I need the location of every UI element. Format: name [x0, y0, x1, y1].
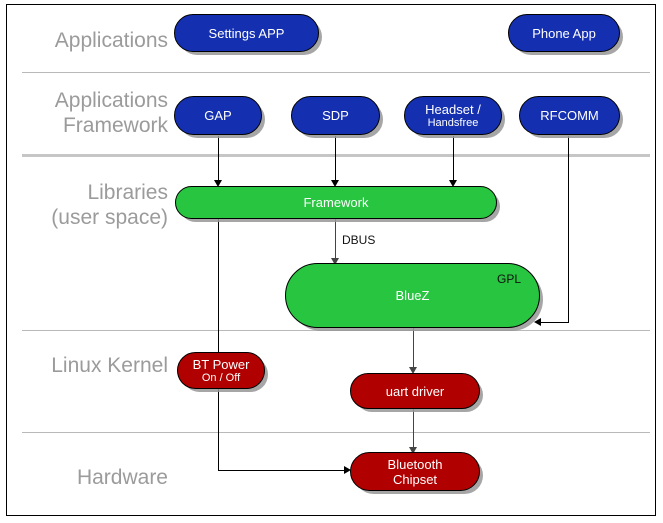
edge-rfcomm-to-bluez-hline: [540, 322, 569, 323]
node-bluetooth-chipset-label: Bluetooth: [387, 456, 443, 472]
edge-headset-to-framework-arrow: [449, 180, 457, 187]
edge-uart-to-chipset-arrow: [409, 447, 417, 454]
divider-linux-kernel: [22, 432, 650, 433]
edge-bluez-to-uart-line: [413, 328, 414, 368]
node-sdp[interactable]: SDP: [291, 96, 380, 135]
edge-gap-to-framework-arrow: [214, 180, 222, 187]
edge-framework-to-chipset-hline: [218, 470, 344, 471]
divider-applications: [22, 72, 650, 73]
node-bluez-gpl-badge: GPL: [496, 272, 521, 286]
node-gap-label: GAP: [204, 108, 232, 123]
node-rfcomm-label: RFCOMM: [540, 108, 599, 123]
edge-headset-to-framework-line: [453, 136, 454, 181]
node-bluetooth-chipset-sublabel: Chipset: [392, 471, 438, 487]
node-framework-label: Framework: [303, 195, 369, 210]
node-rfcomm[interactable]: RFCOMM: [519, 96, 620, 135]
layer-label-applications-framework: Applications Framework: [54, 89, 168, 137]
node-phone-app[interactable]: Phone App: [508, 14, 620, 52]
node-settings-app-label: Settings APP: [208, 25, 285, 41]
edge-framework-to-bluez-line: [335, 218, 336, 260]
node-headset-handsfree[interactable]: Headset / Handsfree: [404, 96, 502, 135]
edge-bluez-to-uart-arrow: [409, 367, 417, 374]
edge-framework-to-chipset-vline: [218, 218, 219, 470]
divider-applications-framework: [22, 154, 650, 157]
divider-libraries: [22, 330, 650, 331]
edge-sdp-to-framework-line: [335, 136, 336, 181]
node-bt-power[interactable]: BT Power On / Off: [177, 352, 265, 389]
node-headset-handsfree-label: Headset /: [425, 101, 481, 117]
node-bluetooth-chipset[interactable]: Bluetooth Chipset: [350, 452, 480, 491]
edge-label-dbus: DBUS: [342, 233, 376, 247]
edge-sdp-to-framework-arrow: [331, 180, 339, 187]
node-settings-app[interactable]: Settings APP: [174, 14, 319, 52]
node-framework[interactable]: Framework: [175, 186, 497, 219]
node-sdp-label: SDP: [322, 108, 349, 123]
edge-rfcomm-to-bluez-vline: [568, 136, 569, 322]
edge-framework-to-chipset-arrow: [344, 466, 351, 474]
node-uart-driver-label: uart driver: [385, 383, 445, 399]
node-phone-app-label: Phone App: [532, 25, 596, 41]
layer-label-applications: Applications: [54, 29, 168, 52]
layer-label-linux-kernel: Linux Kernel: [51, 354, 168, 377]
edge-gap-to-framework-line: [218, 136, 219, 181]
layer-label-libraries: Libraries (user space): [51, 181, 168, 229]
edge-uart-to-chipset-line: [413, 408, 414, 449]
node-bluez[interactable]: BlueZ GPL: [285, 263, 540, 328]
node-gap[interactable]: GAP: [174, 96, 262, 135]
node-bluez-label: BlueZ: [395, 288, 430, 303]
edge-rfcomm-to-bluez-arrow: [534, 318, 541, 326]
node-headset-handsfree-sublabel: Handsfree: [427, 116, 479, 129]
node-bt-power-label: BT Power: [192, 356, 250, 372]
node-uart-driver[interactable]: uart driver: [350, 373, 480, 409]
edge-framework-to-bluez-arrow: [331, 258, 339, 265]
layer-label-hardware: Hardware: [76, 466, 168, 489]
node-bt-power-sublabel: On / Off: [201, 371, 241, 384]
